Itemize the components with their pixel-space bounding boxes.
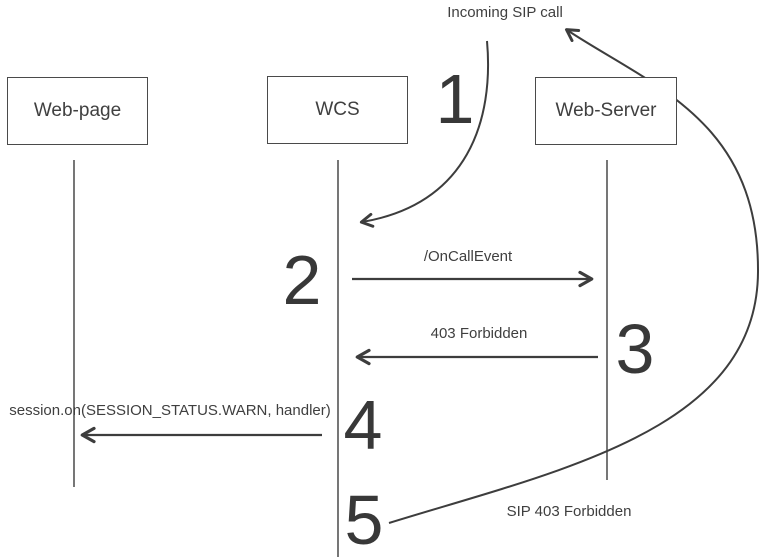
- step-number-3: 3: [615, 310, 655, 388]
- message-label-sip-403-forbidden: SIP 403 Forbidden: [506, 503, 632, 520]
- actor-box-web-page: Web-page: [7, 77, 148, 145]
- actor-label-web-page: Web-page: [33, 100, 122, 121]
- step-number-2: 2: [282, 241, 322, 319]
- actor-label-wcs: WCS: [315, 99, 360, 120]
- actor-box-wcs: WCS: [267, 76, 408, 144]
- arrow-1-incoming-call: [359, 40, 490, 228]
- message-label-oncallevent: /OnCallEvent: [423, 248, 513, 265]
- actor-box-web-server: Web-Server: [535, 77, 677, 145]
- step-number-1: 1: [435, 60, 475, 138]
- message-label-incoming-sip-call: Incoming SIP call: [447, 4, 563, 21]
- step-number-4: 4: [343, 386, 383, 464]
- step-number-5: 5: [344, 481, 384, 559]
- message-label-403-forbidden: 403 Forbidden: [430, 325, 528, 342]
- message-label-session-on-warn: session.on(SESSION_STATUS.WARN, handler): [9, 402, 331, 419]
- actor-label-web-server: Web-Server: [555, 100, 657, 121]
